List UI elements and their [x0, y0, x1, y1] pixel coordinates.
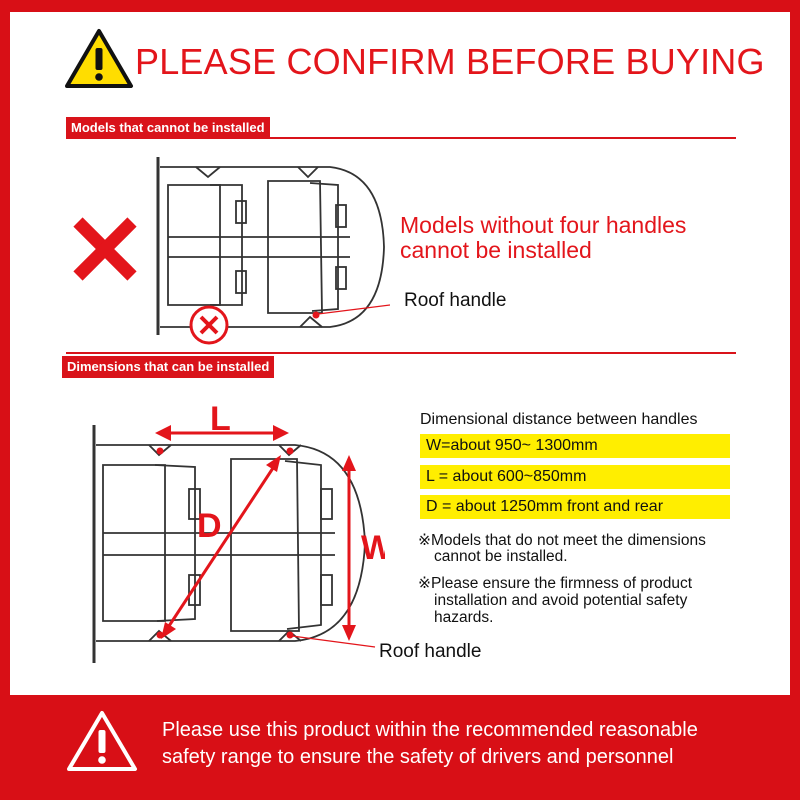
dimension-d: D = about 1250mm front and rear: [420, 495, 730, 519]
dimension-letter-d: D: [197, 507, 222, 545]
note-1-line-1: ※Models that do not meet the dimensions: [418, 532, 706, 549]
circle-x-icon: [189, 305, 229, 345]
section-divider: [66, 352, 736, 354]
note-2-line-1: ※Please ensure the firmness of product: [418, 575, 693, 592]
note-2-line-3: hazards.: [434, 609, 494, 626]
warning-triangle-outline-icon: [67, 711, 137, 771]
footer-notice: Please use this product within the recom…: [162, 717, 698, 771]
dimensions-heading: Dimensional distance between handles: [420, 411, 698, 428]
note-2-line-2: installation and avoid potential safety: [434, 592, 688, 609]
warning-line-1: Models without four handles: [400, 212, 687, 238]
section-divider: [66, 137, 736, 139]
dimension-l: L = about 600~850mm: [420, 465, 730, 489]
cross-mark-icon: [73, 217, 137, 281]
car-roof-diagram-dimensions: L D W: [92, 400, 385, 663]
footer-line-2: safety range to ensure the safety of dri…: [162, 746, 674, 768]
footer-line-1: Please use this product within the recom…: [162, 719, 698, 741]
warning-triangle-icon: [65, 29, 133, 88]
page-title: PLEASE CONFIRM BEFORE BUYING: [135, 41, 765, 82]
roof-handle-label-1: Roof handle: [404, 290, 507, 311]
dimension-letter-w: W: [361, 529, 385, 567]
roof-handle-label-2: Roof handle: [379, 641, 482, 662]
car-roof-diagram-no-handles: [156, 157, 390, 335]
dimension-letter-l: L: [210, 400, 231, 438]
note-1-line-2: cannot be installed.: [434, 548, 568, 565]
warning-line-2: cannot be installed: [400, 237, 592, 263]
section-label-installable: Dimensions that can be installed: [62, 356, 275, 378]
section-label-not-installable: Models that cannot be installed: [66, 117, 270, 139]
dimension-w: W=about 950~ 1300mm: [420, 434, 730, 458]
